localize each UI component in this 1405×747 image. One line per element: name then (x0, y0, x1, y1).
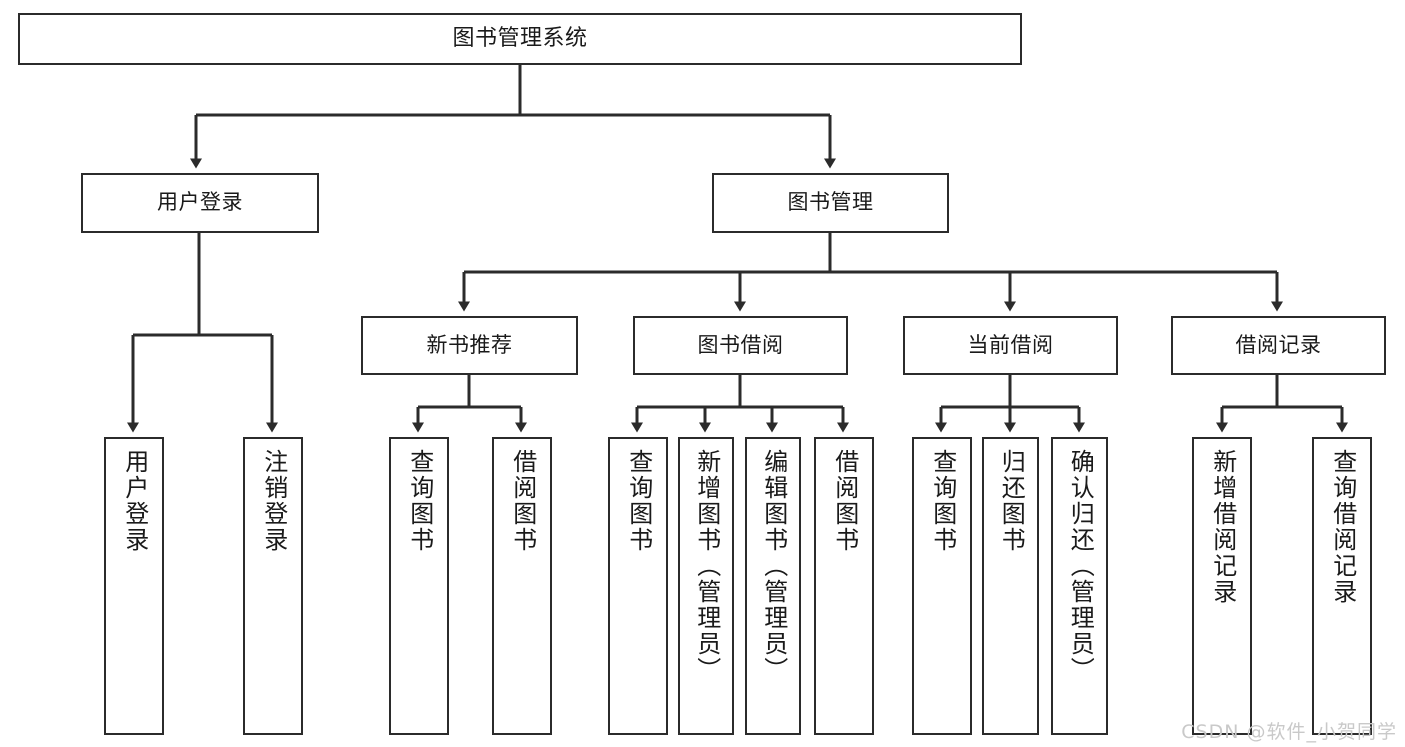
node-current-borrow-label: 当前借阅 (967, 332, 1054, 357)
node-leaf-query-book-1-label: 查询图书 (405, 449, 434, 553)
node-leaf-add-book[interactable]: 新增图书（管理员） (678, 437, 734, 735)
node-leaf-edit-book-label: 编辑图书（管理员） (759, 449, 788, 683)
node-new-book-recommend-label: 新书推荐 (426, 332, 513, 357)
node-user-login[interactable]: 用户登录 (81, 173, 319, 233)
node-book-borrow[interactable]: 图书借阅 (633, 316, 848, 375)
node-leaf-logout-label: 注销登录 (259, 449, 288, 553)
node-leaf-return-book[interactable]: 归还图书 (982, 437, 1039, 735)
node-book-management[interactable]: 图书管理 (712, 173, 949, 233)
node-current-borrow[interactable]: 当前借阅 (903, 316, 1118, 375)
node-leaf-confirm-return[interactable]: 确认归还（管理员） (1051, 437, 1108, 735)
node-borrow-record[interactable]: 借阅记录 (1171, 316, 1386, 375)
node-book-management-label: 图书管理 (787, 190, 874, 215)
node-leaf-user-login[interactable]: 用户登录 (104, 437, 164, 735)
node-leaf-add-book-label: 新增图书（管理员） (692, 449, 721, 683)
node-leaf-borrow-book-1-label: 借阅图书 (508, 449, 537, 553)
node-leaf-confirm-return-label: 确认归还（管理员） (1066, 449, 1095, 683)
node-leaf-query-book-3[interactable]: 查询图书 (912, 437, 972, 735)
node-leaf-add-record[interactable]: 新增借阅记录 (1192, 437, 1252, 735)
node-user-login-label: 用户登录 (157, 190, 243, 215)
node-root-label: 图书管理系统 (452, 25, 588, 51)
node-leaf-query-book-2[interactable]: 查询图书 (608, 437, 668, 735)
node-leaf-query-book-3-label: 查询图书 (928, 449, 957, 553)
node-book-borrow-label: 图书借阅 (697, 332, 784, 357)
node-leaf-return-book-label: 归还图书 (997, 449, 1026, 553)
node-leaf-add-record-label: 新增借阅记录 (1208, 449, 1237, 605)
node-leaf-borrow-book-1[interactable]: 借阅图书 (492, 437, 552, 735)
node-leaf-query-book-2-label: 查询图书 (624, 449, 653, 553)
node-leaf-borrow-book-2[interactable]: 借阅图书 (814, 437, 874, 735)
node-leaf-query-book-1[interactable]: 查询图书 (389, 437, 449, 735)
node-root[interactable]: 图书管理系统 (18, 13, 1022, 65)
node-leaf-logout[interactable]: 注销登录 (243, 437, 303, 735)
node-leaf-query-record[interactable]: 查询借阅记录 (1312, 437, 1372, 735)
node-borrow-record-label: 借阅记录 (1235, 332, 1322, 357)
node-new-book-recommend[interactable]: 新书推荐 (361, 316, 578, 375)
watermark: CSDN @软件_小贺同学 (1181, 721, 1397, 743)
node-leaf-edit-book[interactable]: 编辑图书（管理员） (745, 437, 801, 735)
node-leaf-borrow-book-2-label: 借阅图书 (830, 449, 859, 553)
node-leaf-user-login-label: 用户登录 (120, 449, 149, 553)
node-leaf-query-record-label: 查询借阅记录 (1328, 449, 1357, 605)
